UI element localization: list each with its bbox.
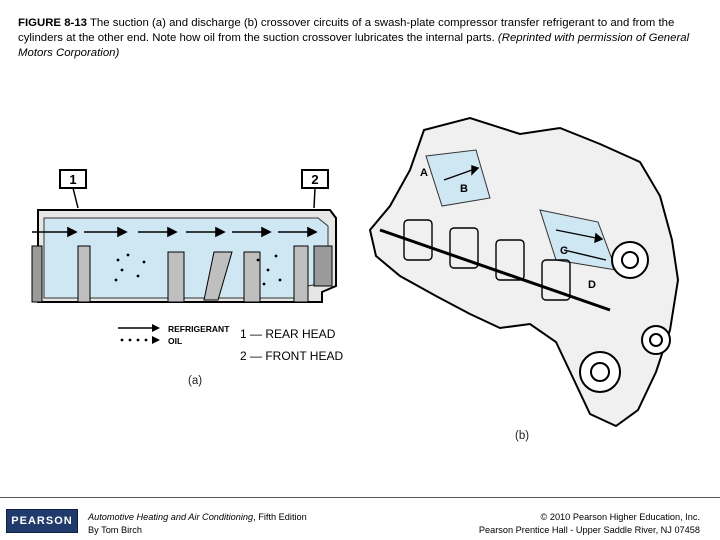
diagram-b-discharge-crossover: A B C D (368, 116, 680, 428)
key-front-head: 2 — FRONT HEAD (240, 349, 343, 363)
port-label-c: C (560, 245, 568, 257)
port-label-b: B (460, 183, 468, 195)
caption-text: The suction (a) and discharge (b) crosso… (18, 17, 675, 44)
key-rear-head: 1 — REAR HEAD (240, 327, 336, 341)
book-author: By Tom Birch (88, 525, 142, 535)
pearson-logo: PEARSON (6, 509, 78, 533)
diagram-a-suction-crossover: 1 2 REFRIGERANT OIL 1 — REAR HEAD 2 — F (31, 169, 343, 363)
port-label-d: D (588, 279, 596, 291)
caption-credit: (Reprinted with permission of General Mo… (18, 32, 690, 59)
footer-book-info: Automotive Heating and Air Conditioning,… (88, 511, 307, 537)
callout-2: 2 (311, 172, 318, 187)
discharge-flow-region-b (425, 149, 491, 207)
footer-divider (0, 497, 720, 498)
footer-copyright: © 2010 Pearson Higher Education, Inc. Pe… (479, 511, 700, 537)
book-title: Automotive Heating and Air Conditioning (88, 512, 254, 522)
legend-refrigerant: REFRIGERANT (168, 324, 230, 334)
figure-label: FIGURE 8-13 (18, 17, 87, 29)
publisher-text: Pearson Prentice Hall - Upper Saddle Riv… (478, 525, 700, 535)
diagram-a-label: (a) (188, 375, 203, 387)
figure-caption: FIGURE 8-13 The suction (a) and discharg… (18, 16, 708, 61)
diagram-b-label: (b) (515, 430, 530, 442)
copyright-text: © 2010 Pearson Higher Education, Inc. (540, 512, 700, 522)
book-edition: , Fifth Edition (253, 512, 307, 522)
port-label-a: A (420, 167, 428, 179)
legend-oil: OIL (168, 336, 182, 346)
callout-1: 1 (69, 172, 76, 187)
legend: REFRIGERANT OIL (118, 324, 230, 346)
